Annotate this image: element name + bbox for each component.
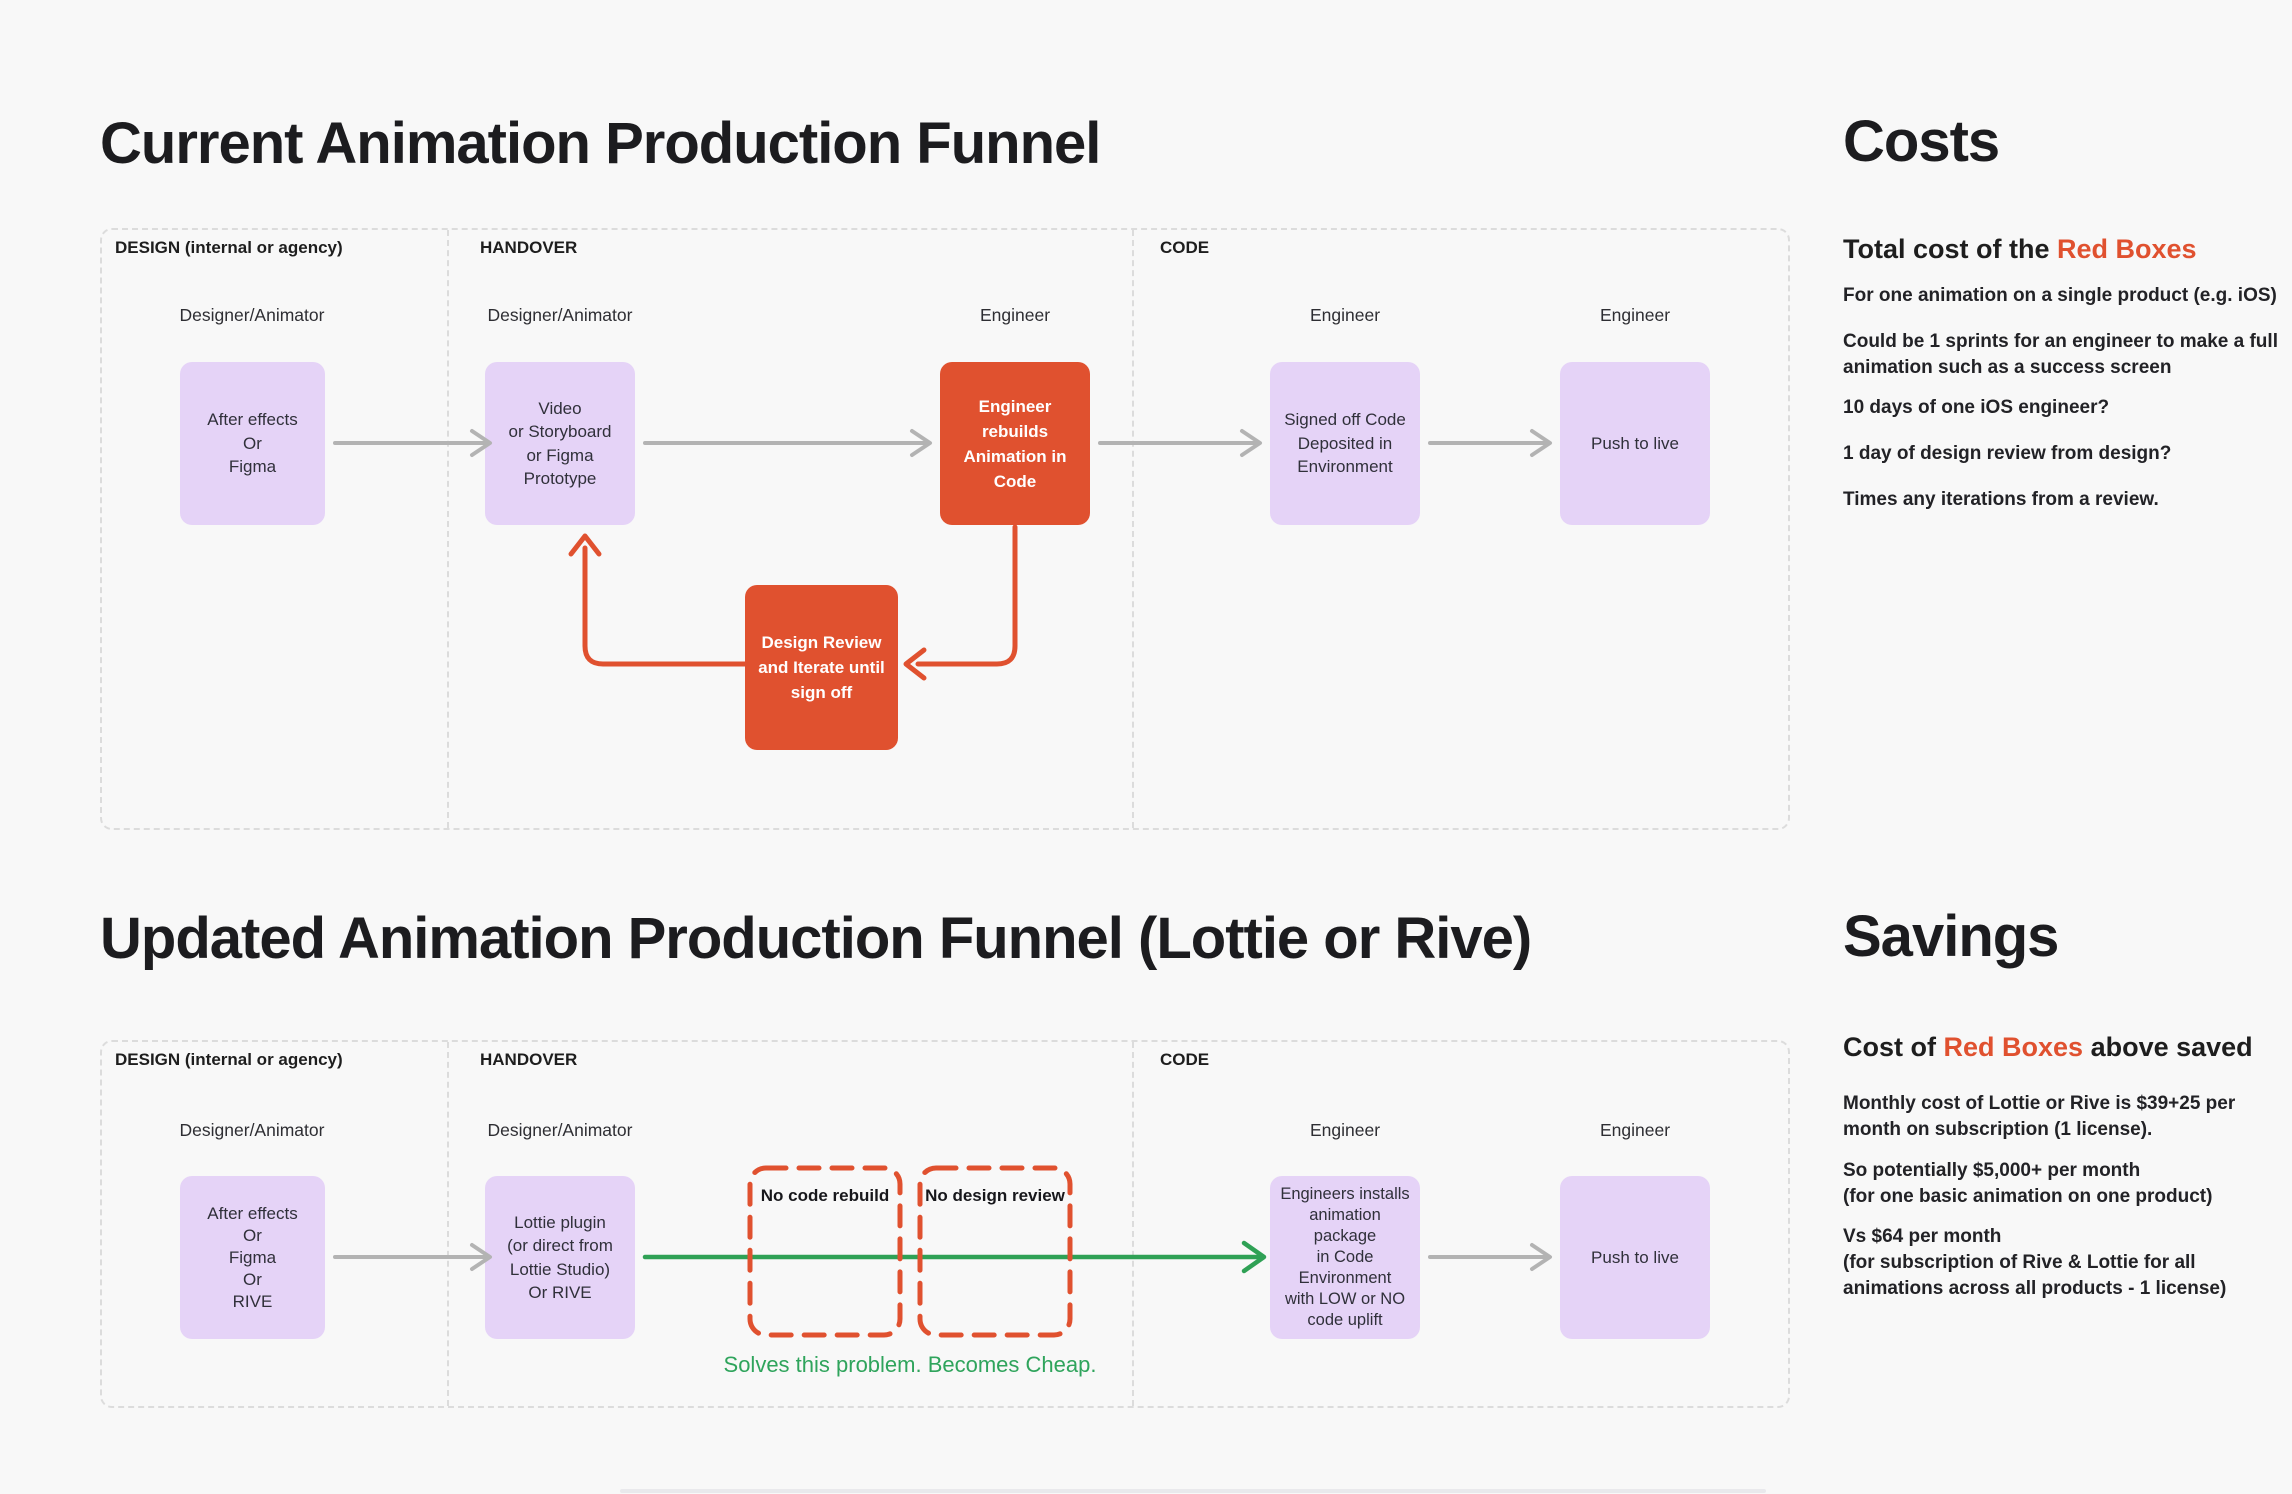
section-divider [447, 1042, 449, 1406]
section-label-design: DESIGN (internal or agency) [115, 238, 343, 257]
node-text: Design Review and Iterate until sign off [758, 633, 885, 702]
section-label-design: DESIGN (internal or agency) [115, 1050, 343, 1069]
role-label: Engineer [1309, 1120, 1381, 1140]
role-label: Designer/Animator [487, 1120, 633, 1140]
node-after-effects[interactable]: After effects Or Figma [180, 362, 325, 525]
savings-item: So potentially $5,000+ per month (for on… [1843, 1160, 2213, 1207]
savings-subtitle-suffix: above saved [2083, 1032, 2253, 1062]
costs-heading: Costs [1843, 109, 2000, 174]
section-label-code: CODE [1160, 238, 1210, 257]
node-video-storyboard[interactable]: Video or Storyboard or Figma Prototype [485, 362, 635, 525]
savings-subtitle: Cost of Red Boxes above saved [1843, 1032, 2253, 1063]
savings-heading: Savings [1843, 904, 2059, 969]
node-design-review[interactable]: Design Review and Iterate until sign off [745, 585, 898, 750]
role-label: Designer/Animator [487, 305, 633, 325]
node-lottie-plugin[interactable]: Lottie plugin (or direct from Lottie Stu… [485, 1176, 635, 1339]
node-text: Push to live [1591, 1247, 1679, 1267]
updated-funnel-container [100, 1040, 1790, 1408]
node-text: Engineer rebuilds Animation in Code [963, 396, 1067, 491]
costs-item: Times any iterations from a review. [1843, 489, 2159, 510]
costs-item: 10 days of one iOS engineer? [1843, 397, 2110, 418]
costs-subtitle: Total cost of the Red Boxes [1843, 234, 2197, 265]
role-label: Designer/Animator [179, 305, 325, 325]
node-text: After effects Or Figma Or RIVE [207, 1203, 298, 1311]
costs-item: 1 day of design review from design? [1843, 443, 2172, 464]
node-signed-off-code[interactable]: Signed off Code Deposited in Environment [1270, 362, 1420, 525]
node-after-effects-rive[interactable]: After effects Or Figma Or RIVE [180, 1176, 325, 1339]
section-divider [1132, 1042, 1134, 1406]
horizontal-scrollbar[interactable] [620, 1489, 1766, 1493]
node-push-to-live[interactable]: Push to live [1560, 362, 1710, 525]
node-text: After effects Or Figma [207, 410, 298, 477]
costs-subtitle-highlight: Red Boxes [2057, 234, 2197, 264]
label-no-design-review: No design review [925, 1186, 1065, 1205]
savings-item: Monthly cost of Lottie or Rive is $39+25… [1843, 1093, 2236, 1140]
title-updated-funnel: Updated Animation Production Funnel (Lot… [100, 906, 1532, 971]
role-label: Engineer [979, 305, 1051, 325]
savings-item: Vs $64 per month (for subscription of Ri… [1843, 1226, 2227, 1299]
section-divider [447, 230, 449, 828]
role-label: Designer/Animator [179, 1120, 325, 1140]
node-text: Video or Storyboard or Figma Prototype [508, 398, 612, 489]
node-engineer-rebuilds[interactable]: Engineer rebuilds Animation in Code [940, 362, 1090, 525]
role-label: Engineer [1599, 1120, 1671, 1140]
current-funnel-container [100, 228, 1790, 830]
node-engineers-installs[interactable]: Engineers installs animation package in … [1270, 1176, 1420, 1339]
title-current-funnel: Current Animation Production Funnel [100, 111, 1101, 176]
caption-solves-problem: Solves this problem. Becomes Cheap. [723, 1352, 1097, 1377]
node-text: Signed off Code Deposited in Environment [1284, 410, 1406, 477]
node-push-to-live[interactable]: Push to live [1560, 1176, 1710, 1339]
section-label-code: CODE [1160, 1050, 1210, 1069]
node-text: Lottie plugin (or direct from Lottie Stu… [507, 1212, 613, 1303]
costs-subtitle-prefix: Total cost of the [1843, 234, 2057, 264]
costs-item: For one animation on a single product (e… [1843, 285, 2277, 306]
section-label-handover: HANDOVER [480, 238, 578, 257]
node-text: Push to live [1591, 433, 1679, 453]
role-label: Engineer [1599, 305, 1671, 325]
label-no-code-rebuild: No code rebuild [760, 1186, 890, 1205]
role-label: Engineer [1309, 305, 1381, 325]
costs-item: Could be 1 sprints for an engineer to ma… [1843, 331, 2278, 378]
savings-subtitle-highlight: Red Boxes [1943, 1032, 2084, 1062]
section-label-handover: HANDOVER [480, 1050, 578, 1069]
node-text: Engineers installs animation package in … [1280, 1185, 1410, 1329]
savings-subtitle-prefix: Cost of [1843, 1032, 1944, 1062]
section-divider [1132, 230, 1134, 828]
